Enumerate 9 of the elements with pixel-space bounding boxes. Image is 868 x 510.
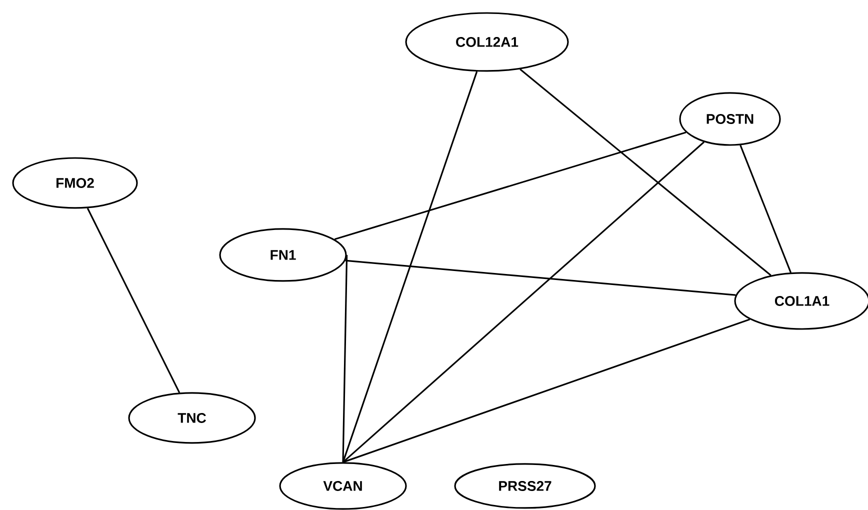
connector-line — [520, 68, 772, 276]
connector-line — [86, 208, 180, 394]
connector-line — [345, 260, 736, 296]
connector-line — [334, 132, 686, 240]
connector-line — [342, 318, 750, 463]
connector-line — [342, 71, 478, 462]
connector-line — [740, 144, 792, 273]
connector-line — [342, 254, 348, 462]
connector-line — [342, 141, 705, 463]
